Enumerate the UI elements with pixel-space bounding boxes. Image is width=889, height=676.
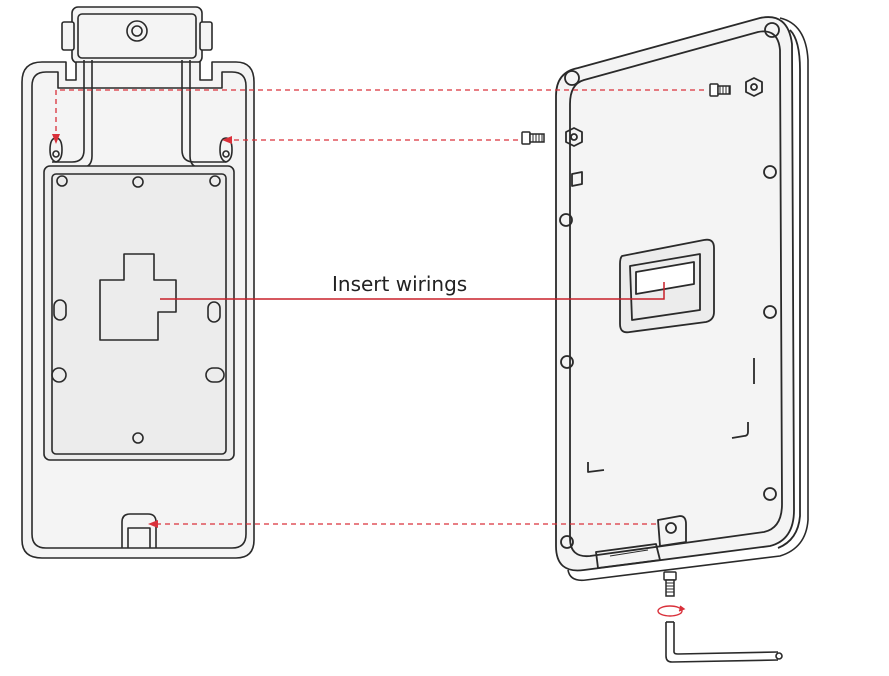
guide-arrowheads xyxy=(52,134,232,528)
lens-ring-icon xyxy=(126,20,148,42)
screw-top-right xyxy=(709,83,731,97)
screw-hole-markers xyxy=(559,22,780,549)
keyhole-slot-left xyxy=(49,137,63,163)
top-bracket xyxy=(61,6,213,64)
guide-top xyxy=(55,89,704,138)
hex-nut-top xyxy=(745,77,763,97)
alignment-guides xyxy=(55,89,704,525)
screw-left-side xyxy=(521,131,545,145)
wiring-port xyxy=(619,238,715,334)
wiring-opening xyxy=(99,253,177,341)
hex-nut-left xyxy=(565,127,583,147)
screw-bottom xyxy=(663,571,677,597)
keyhole-slot-right xyxy=(219,137,233,163)
bottom-notch xyxy=(121,513,157,548)
rotate-icon xyxy=(657,605,686,617)
bottom-latch xyxy=(595,515,687,569)
mounting-plate xyxy=(21,6,255,559)
callout-leader xyxy=(160,282,665,300)
callout-label: Insert wirings xyxy=(332,272,467,296)
device-back xyxy=(555,16,809,582)
hex-key xyxy=(665,621,783,663)
